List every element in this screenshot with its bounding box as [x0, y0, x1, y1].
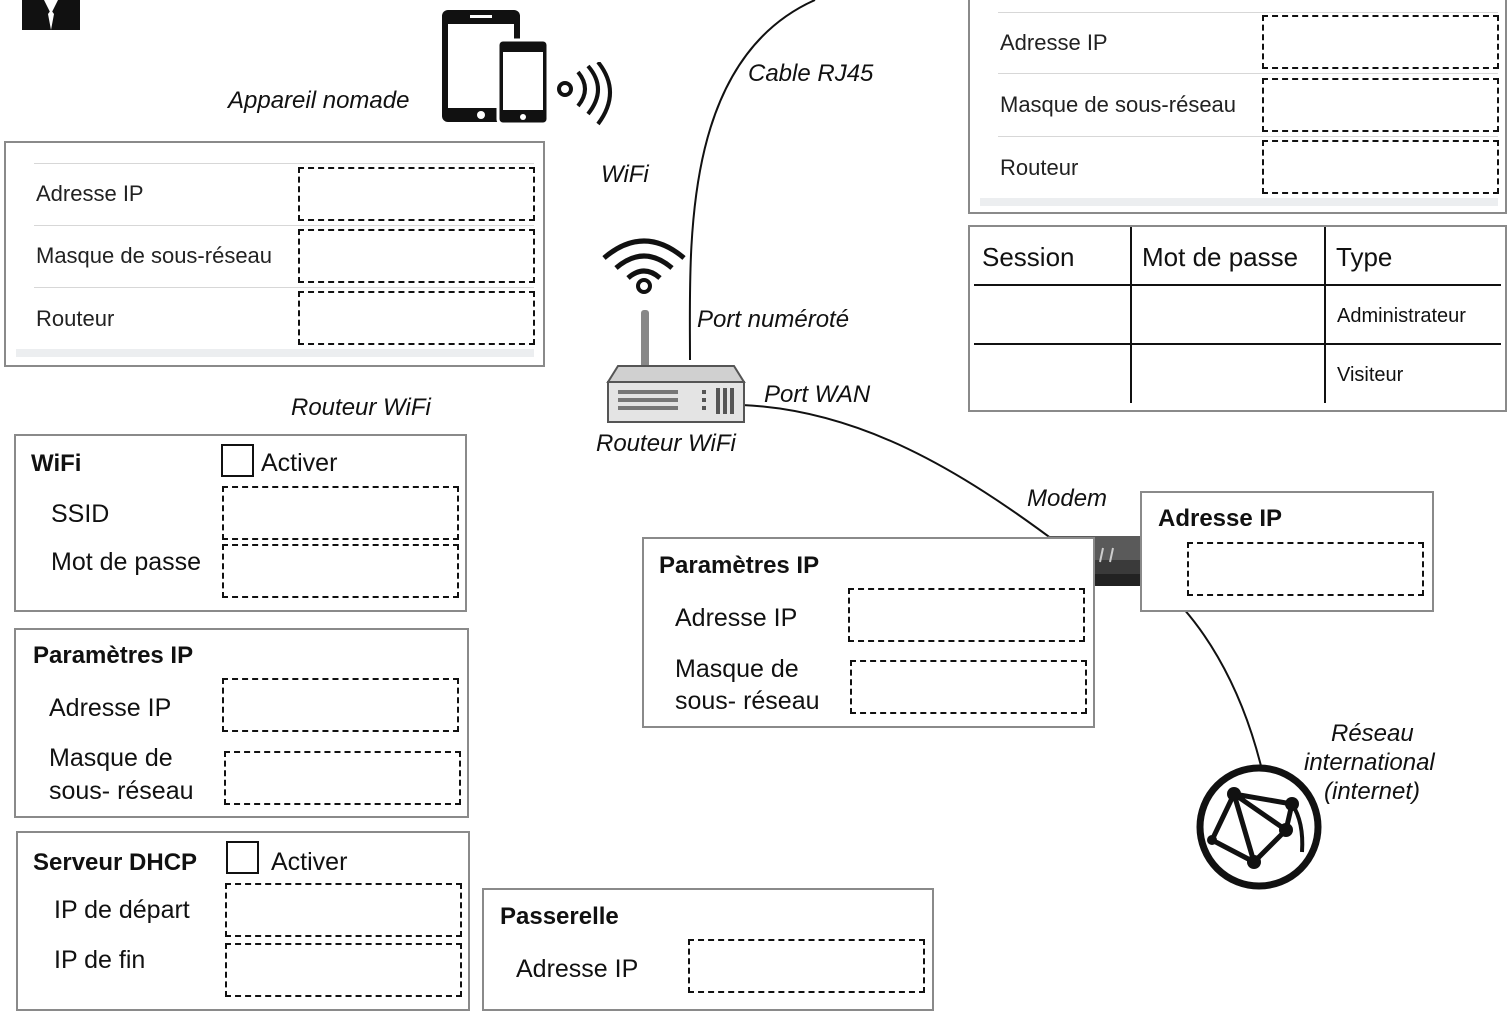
wifi-password-label: Mot de passe: [51, 548, 202, 576]
modem-wan-title: Adresse IP: [1158, 505, 1283, 532]
label-modem: Modem: [1027, 485, 1108, 512]
pc-ip-field[interactable]: [1262, 15, 1499, 69]
router-ip-field[interactable]: [222, 678, 459, 732]
label-reseau-3: (internet): [1324, 778, 1421, 805]
label-port-wan: Port WAN: [764, 381, 871, 408]
gateway-title: Passerelle: [500, 903, 619, 930]
nomade-ip-field[interactable]: [298, 167, 535, 221]
gateway-ip-field[interactable]: [688, 939, 925, 993]
password-cell[interactable]: [1136, 349, 1320, 399]
modem-ip-box: Paramètres IP Adresse IP Masque de sous-…: [642, 537, 1095, 728]
gateway-ip-label: Adresse IP: [516, 955, 639, 983]
nomade-ip-panel: Adresse IP Masque de sous-réseau Routeur: [4, 141, 545, 367]
pc-router-label: Routeur: [1000, 155, 1079, 180]
pc-mask-label: Masque de sous-réseau: [1000, 92, 1237, 117]
wifi-title: WiFi: [31, 450, 82, 477]
divider: [34, 163, 534, 164]
router-mask-label-1: Masque de: [49, 744, 173, 772]
session-cell[interactable]: [978, 349, 1126, 399]
divider: [998, 73, 1498, 74]
modem-mask-label-1: Masque de: [675, 655, 799, 683]
dhcp-end-field[interactable]: [225, 943, 462, 997]
modem-wan-ip-field[interactable]: [1187, 542, 1424, 596]
router-mask-field[interactable]: [224, 751, 461, 805]
table-header-type: Type: [1336, 242, 1393, 272]
divider: [34, 287, 534, 288]
pc-ip-label: Adresse IP: [1000, 30, 1108, 55]
pc-ip-panel: Adresse IP Masque de sous-réseau Routeur: [968, 0, 1507, 214]
nomade-router-label: Routeur: [36, 306, 115, 331]
label-routeur-wifi-device: Routeur WiFi: [596, 430, 736, 457]
globe-network-icon: [1196, 764, 1322, 890]
wan-cable: [741, 404, 1061, 546]
dhcp-start-label: IP de départ: [54, 896, 190, 924]
table-col-separator: [1324, 227, 1326, 403]
pc-mask-field[interactable]: [1262, 78, 1499, 132]
divider: [998, 12, 1498, 13]
modem-mask-label-2: sous- réseau: [675, 687, 820, 715]
wifi-settings-box: WiFi Activer SSID Mot de passe: [14, 434, 467, 612]
dhcp-enable-checkbox[interactable]: [226, 841, 259, 874]
label-wifi: WiFi: [601, 161, 649, 188]
table-row-separator: [974, 343, 1501, 345]
router-icon: [606, 310, 746, 423]
modem-ip-field[interactable]: [848, 588, 1085, 642]
dhcp-end-label: IP de fin: [54, 946, 146, 974]
label-cable-rj45: Cable RJ45: [748, 60, 874, 87]
wifi-signal-icon: [602, 238, 686, 294]
gateway-box: Passerelle Adresse IP: [482, 888, 934, 1011]
logo-icon: [22, 0, 80, 30]
label-reseau-2: international: [1304, 749, 1435, 776]
label-reseau-1: Réseau: [1331, 720, 1414, 747]
divider: [998, 136, 1498, 137]
password-cell[interactable]: [1136, 289, 1320, 339]
table-col-separator: [1130, 227, 1132, 403]
label-port-numerote: Port numéroté: [697, 306, 850, 333]
wifi-enable-label: Activer: [261, 449, 338, 477]
wifi-password-field[interactable]: [222, 544, 459, 598]
type-cell: Visiteur: [1337, 364, 1404, 386]
pc-router-field[interactable]: [1262, 140, 1499, 194]
dhcp-server-box: Serveur DHCP Activer IP de départ IP de …: [16, 831, 470, 1011]
mobile-devices-icon: [442, 10, 550, 126]
modem-mask-field[interactable]: [850, 660, 1087, 714]
label-routeur-wifi-section: Routeur WiFi: [291, 394, 431, 421]
nomade-mask-label: Masque de sous-réseau: [36, 243, 273, 268]
nomade-mask-field[interactable]: [298, 229, 535, 283]
dhcp-enable-label: Activer: [271, 848, 348, 876]
wifi-enable-checkbox[interactable]: [221, 444, 254, 477]
table-header-session: Session: [982, 242, 1075, 272]
panel-bottom-bar: [980, 198, 1498, 206]
router-ip-label: Adresse IP: [49, 694, 172, 722]
wireless-waves-icon: [557, 62, 612, 126]
router-mask-label-2: sous- réseau: [49, 777, 194, 805]
sessions-table-panel: Session Mot de passe Type Administrateur…: [968, 225, 1507, 412]
session-cell[interactable]: [978, 289, 1126, 339]
type-cell: Administrateur: [1337, 305, 1466, 327]
modem-ip-label: Adresse IP: [675, 604, 798, 632]
modem-wan-box: Adresse IP: [1140, 491, 1434, 612]
router-ip-title: Paramètres IP: [33, 642, 194, 669]
table-header-password: Mot de passe: [1142, 242, 1299, 272]
nomade-router-field[interactable]: [298, 291, 535, 345]
ssid-label: SSID: [51, 500, 110, 528]
dhcp-start-field[interactable]: [225, 883, 462, 937]
panel-bottom-bar: [16, 349, 534, 357]
modem-ip-title: Paramètres IP: [659, 552, 820, 579]
internet-cable: [1159, 584, 1263, 771]
nomade-ip-label: Adresse IP: [36, 181, 144, 206]
dhcp-title: Serveur DHCP: [33, 849, 198, 876]
divider: [34, 225, 534, 226]
rj45-cable: [688, 0, 816, 361]
router-ip-box: Paramètres IP Adresse IP Masque de sous-…: [14, 628, 469, 818]
table-row-separator: [974, 284, 1501, 286]
label-appareil-nomade: Appareil nomade: [228, 87, 410, 114]
ssid-field[interactable]: [222, 486, 459, 540]
